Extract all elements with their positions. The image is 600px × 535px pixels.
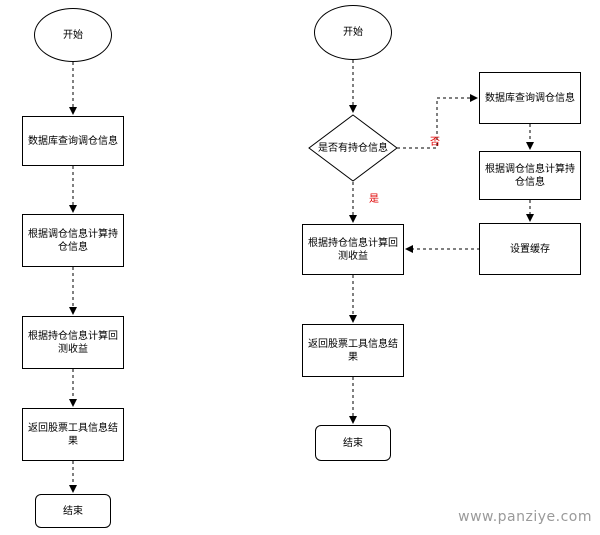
right-decision-no-label: 否: [430, 137, 440, 148]
edge-decision-no-dbquery: [397, 94, 478, 149]
left-step-calc-position-label: 根据调仓信息计算持仓信息: [28, 228, 118, 253]
left-step-calc-return: 根据持仓信息计算回测收益: [22, 316, 124, 369]
right-step-set-cache: 设置缓存: [479, 223, 581, 275]
left-start-node: 开始: [34, 8, 112, 62]
left-end-node: 结束: [35, 494, 111, 528]
right-step-calc-return-label: 根据持仓信息计算回测收益: [308, 237, 398, 262]
right-start-node: 开始: [314, 5, 392, 60]
right-end-node: 结束: [315, 425, 391, 461]
right-step-db-query: 数据库查询调仓信息: [479, 72, 581, 124]
right-step-db-query-label: 数据库查询调仓信息: [485, 92, 575, 104]
left-step-calc-position: 根据调仓信息计算持仓信息: [22, 214, 124, 267]
right-decision-node: [308, 114, 398, 182]
right-step-calc-position-label: 根据调仓信息计算持仓信息: [485, 163, 575, 188]
right-step-set-cache-label: 设置缓存: [510, 243, 550, 255]
left-step-db-query: 数据库查询调仓信息: [22, 116, 124, 166]
right-step-return-result: 返回股票工具信息结果: [302, 324, 404, 377]
left-start-label: 开始: [63, 29, 83, 41]
left-end-label: 结束: [63, 505, 83, 517]
left-step-db-query-label: 数据库查询调仓信息: [28, 135, 118, 147]
right-step-return-result-label: 返回股票工具信息结果: [308, 338, 398, 363]
right-end-label: 结束: [343, 437, 363, 449]
right-decision-yes-label: 是: [369, 194, 379, 205]
left-step-return-result: 返回股票工具信息结果: [22, 408, 124, 461]
left-step-return-result-label: 返回股票工具信息结果: [28, 422, 118, 447]
right-step-calc-return: 根据持仓信息计算回测收益: [302, 224, 404, 275]
right-start-label: 开始: [343, 27, 363, 38]
right-decision-label: 是否有持仓信息: [318, 142, 388, 154]
watermark: www.panziye.com: [458, 509, 592, 525]
left-step-calc-return-label: 根据持仓信息计算回测收益: [28, 330, 118, 355]
right-step-calc-position: 根据调仓信息计算持仓信息: [479, 151, 581, 200]
